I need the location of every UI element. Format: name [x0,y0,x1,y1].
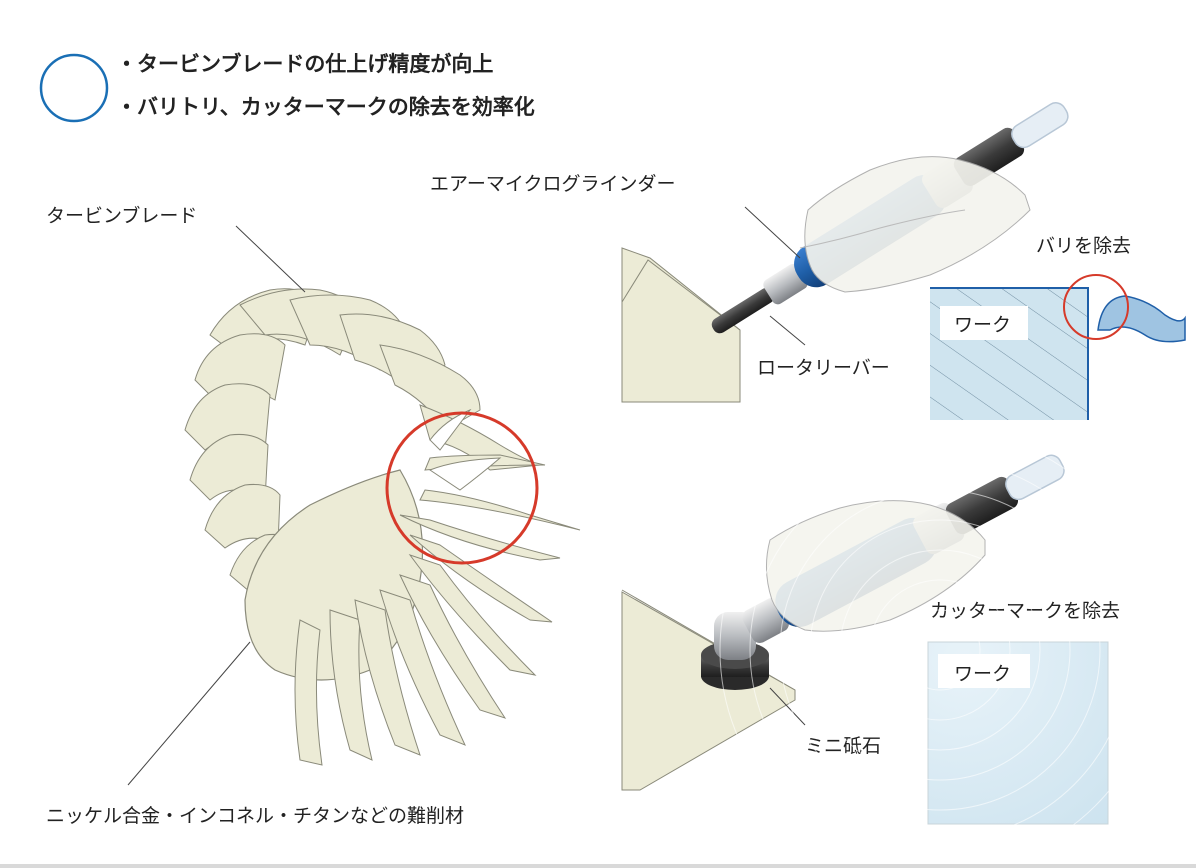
materials-label: ニッケル合金・インコネル・チタンなどの難削材 [46,805,464,827]
legend-circle [39,53,109,123]
blade-highlight-circle [385,411,539,565]
rotary-bur-leader [769,315,806,346]
air-grinder-label: エアーマイクログラインダー [430,173,675,195]
materials-leader [127,641,251,786]
header-bullet-1: ・タービンブレードの仕上げ精度が向上 [116,52,493,76]
cutter-mark-label: カッターマークを除去 [930,600,1120,622]
cutter-work-panel: ワーク [719,429,1161,868]
rotary-bur-label: ロータリーバー [757,357,890,379]
bottom-rule [0,864,1196,868]
burr-work-panel: ワーク [930,274,1186,420]
turbine-blade-label: タービンブレード [46,204,197,227]
work-label-top: ワーク [954,314,1011,336]
burr-removal-label: バリを除去 [1036,235,1131,257]
grinder-top-illustration [621,102,1069,403]
work-label-bottom: ワーク [954,663,1011,685]
burr-highlight-circle [1063,274,1129,340]
mini-stone-label: ミニ砥石 [805,735,881,757]
turbine-blade-illustration [184,288,581,766]
turbine-blade-leader [235,225,306,293]
mini-stone-leader [769,687,806,726]
header-bullet-2: ・バリトリ、カッターマークの除去を効率化 [116,95,535,119]
air-grinder-leader [744,206,801,259]
